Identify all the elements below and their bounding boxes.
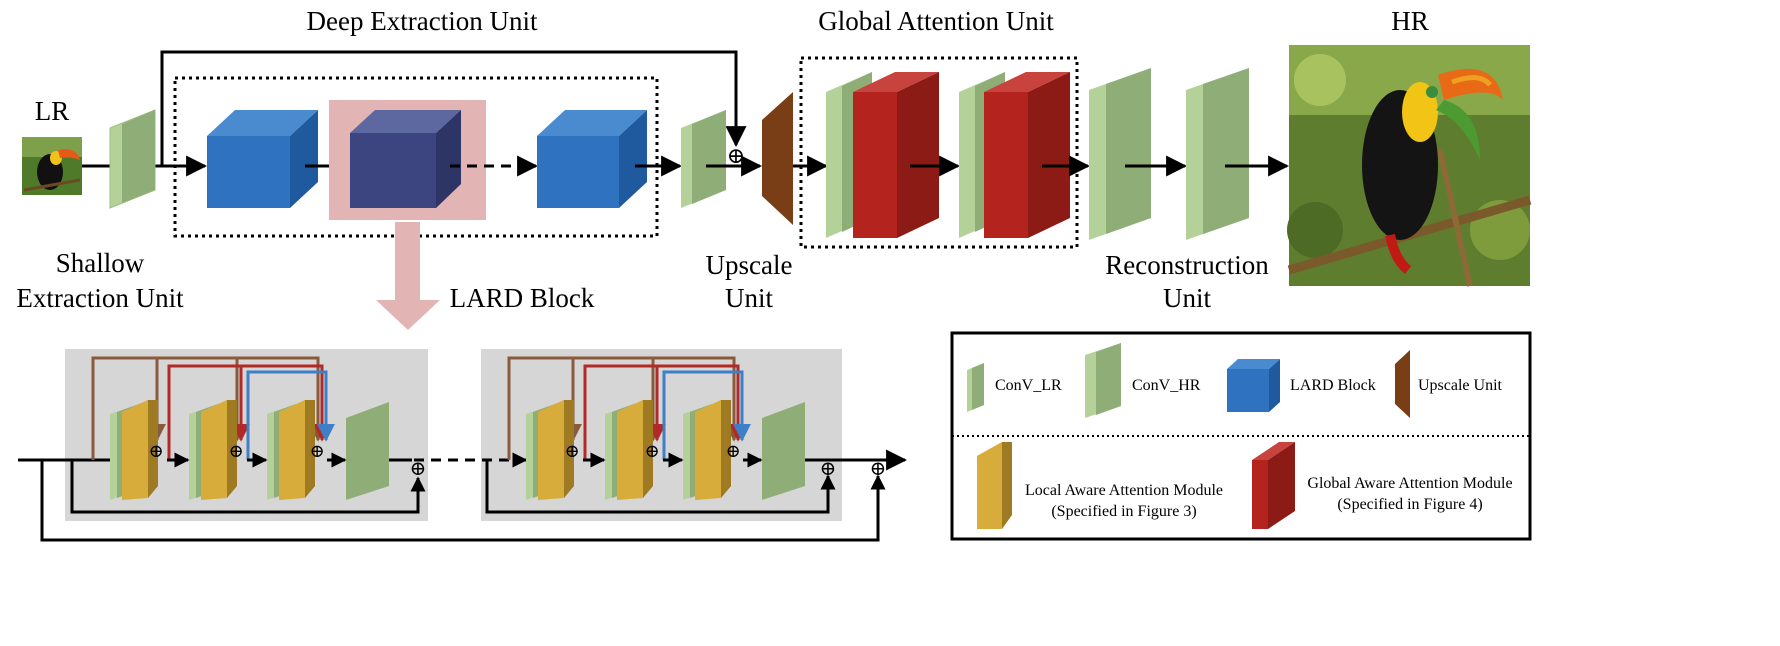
legend-label: Upscale Unit	[1418, 377, 1503, 394]
local-attention-module	[189, 400, 237, 500]
local-attention-module	[683, 400, 731, 500]
upscale-unit-icon	[1395, 350, 1410, 418]
panel-skip-connection	[70, 460, 426, 514]
lard-block-icon	[1227, 359, 1280, 412]
reconstruction-label-line2: Unit	[1163, 283, 1212, 313]
dense-skip-connection	[583, 364, 747, 460]
dense-skip-connection	[167, 364, 331, 460]
plus-symbol: ⊕	[870, 458, 887, 480]
hr-image	[1287, 45, 1532, 287]
upscale-label-line1: Upscale	[706, 250, 793, 280]
local-attention-module	[526, 400, 574, 500]
legend-label: (Specified in Figure 3)	[1051, 503, 1196, 520]
detail-conv-layer	[762, 402, 805, 500]
local-attention-icon	[977, 442, 1012, 529]
outer-skip-connection	[40, 460, 886, 542]
global-attention-icon	[1252, 442, 1295, 529]
global-attention-box	[799, 56, 1079, 249]
global-attention-label: Global Attention Unit	[818, 6, 1054, 36]
legend-label: ConV_LR	[995, 377, 1062, 394]
local-attention-module	[267, 400, 315, 500]
dense-skip-connection	[662, 370, 751, 460]
global-attention-module	[984, 72, 1070, 238]
legend-label: Local Aware Attention Module	[1025, 482, 1223, 499]
plus-symbol: ⊕	[309, 441, 324, 461]
panel-skip-connection	[485, 460, 836, 514]
lard-block-label: LARD Block	[450, 283, 595, 313]
dense-skip-connection	[91, 356, 327, 460]
global-attention-module	[853, 72, 939, 238]
plus-symbol: ⊕	[644, 441, 659, 461]
plus-symbol: ⊕	[727, 143, 745, 168]
plus-symbol: ⊕	[725, 441, 740, 461]
lard-block	[207, 110, 318, 208]
lard-zoom-arrow	[376, 222, 440, 330]
upscale-unit	[762, 92, 793, 225]
lr-label: LR	[35, 96, 70, 126]
legend-label: ConV_HR	[1132, 377, 1201, 394]
deep-extraction-label: Deep Extraction Unit	[307, 6, 538, 36]
lard-block-highlighted	[350, 110, 461, 208]
plus-symbol: ⊕	[148, 441, 163, 461]
plus-symbol: ⊕	[564, 441, 579, 461]
legend-label: LARD Block	[1290, 377, 1376, 394]
deep-conv-layer	[681, 110, 726, 208]
plus-symbol: ⊕	[820, 458, 837, 480]
local-attention-module	[605, 400, 653, 500]
lard-detail-group: ⊕ ⊕ ⊕	[91, 356, 389, 500]
conv-hr-icon	[1085, 343, 1121, 418]
global-skip-connection	[160, 50, 747, 166]
plus-symbol: ⊕	[228, 441, 243, 461]
legend-label: (Specified in Figure 4)	[1337, 496, 1482, 513]
dense-skip-connection	[507, 356, 743, 460]
local-attention-module	[110, 400, 158, 500]
lr-image	[22, 137, 82, 195]
hr-label: HR	[1391, 6, 1429, 36]
shallow-conv-layer	[109, 109, 156, 209]
reconstruction-label-line1: Reconstruction	[1105, 250, 1269, 280]
dense-skip-connection	[246, 370, 335, 460]
upscale-label-line2: Unit	[725, 283, 774, 313]
plus-symbol: ⊕	[410, 458, 427, 480]
deep-extraction-box	[173, 76, 659, 238]
reconstruction-conv-layer	[1186, 68, 1249, 240]
detail-conv-layer	[346, 402, 389, 500]
lard-detail-group: ⊕ ⊕ ⊕	[507, 356, 805, 500]
lard-block	[537, 110, 647, 208]
legend-label: Global Aware Attention Module	[1307, 475, 1512, 492]
conv-lr-icon	[967, 363, 984, 412]
shallow-label-line1: Shallow	[56, 248, 145, 278]
reconstruction-conv-layer	[1089, 68, 1151, 240]
shallow-label-line2: Extraction Unit	[16, 283, 184, 313]
